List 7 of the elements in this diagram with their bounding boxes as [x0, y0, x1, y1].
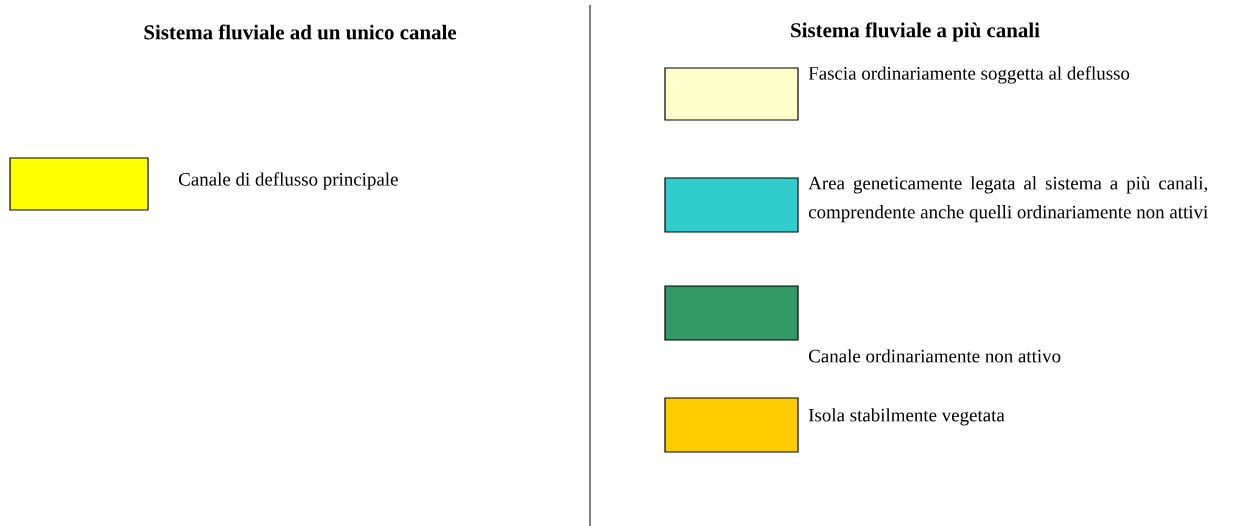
legend-text: Canale ordinariamente non attivo [809, 349, 1061, 363]
legend-text: Canale di deflusso principale [179, 172, 398, 190]
legend-text: Isola stabilmente vegetata [808, 408, 1005, 426]
column-heading: Sistema fluviale ad un unico canale [144, 24, 457, 40]
legend-text: Fascia ordinariamente soggetta al deflusso [808, 66, 1130, 84]
column-heading: Sistema fluviale a più canali [791, 22, 1040, 42]
legend-text: Area geneticamente legata al sistema a più canali, comprendente anche quelli ordinariamente non attivi [808, 176, 1208, 223]
